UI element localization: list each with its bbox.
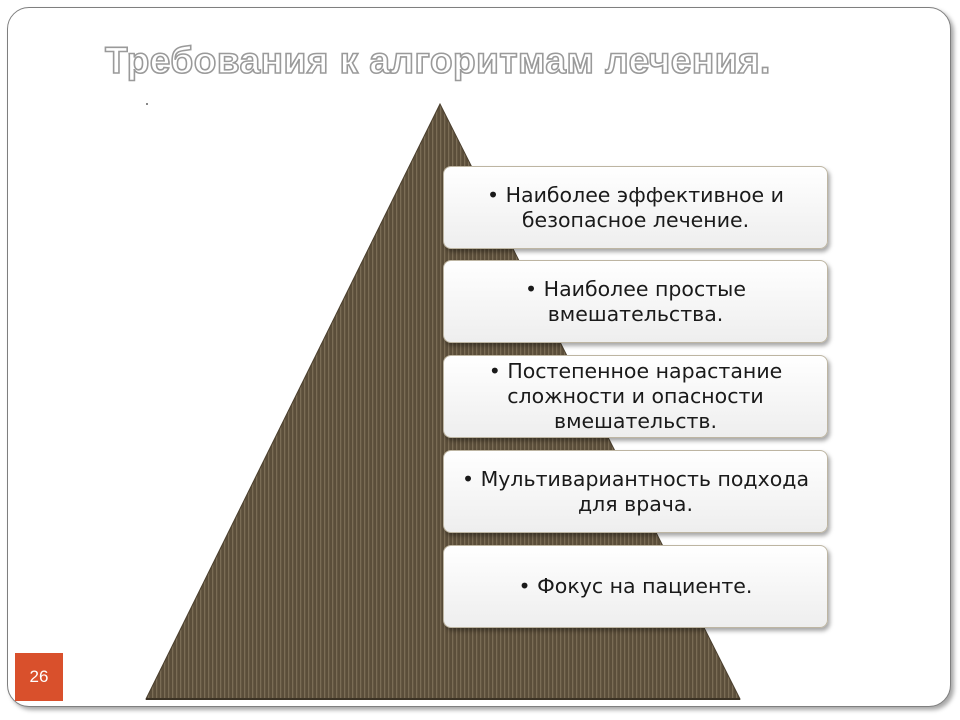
decorative-dot (146, 103, 148, 105)
pyramid-level-4: • Мультивариантность подхода для врача. (443, 450, 828, 533)
pyramid-level-3: • Постепенное нарастание сложности и опа… (443, 355, 828, 438)
slide-title: Требования к алгоритмам лечения. (104, 39, 771, 82)
pyramid-level-1-text: • Наиболее эффективное и безопасное лече… (487, 182, 784, 232)
pyramid-level-5: • Фокус на пациенте. (443, 545, 828, 628)
pyramid-level-3-text: • Постепенное нарастание сложности и опа… (488, 359, 783, 433)
pyramid-level-2-text: • Наиболее простые вмешательства. (525, 276, 746, 326)
pyramid-level-2: • Наиболее простые вмешательства. (443, 260, 828, 343)
pyramid-level-1: • Наиболее эффективное и безопасное лече… (443, 166, 828, 249)
pyramid-level-5-text: • Фокус на пациенте. (518, 574, 753, 598)
pyramid-level-4-text: • Мультивариантность подхода для врача. (461, 466, 810, 516)
page-number-badge: 26 (15, 653, 63, 701)
